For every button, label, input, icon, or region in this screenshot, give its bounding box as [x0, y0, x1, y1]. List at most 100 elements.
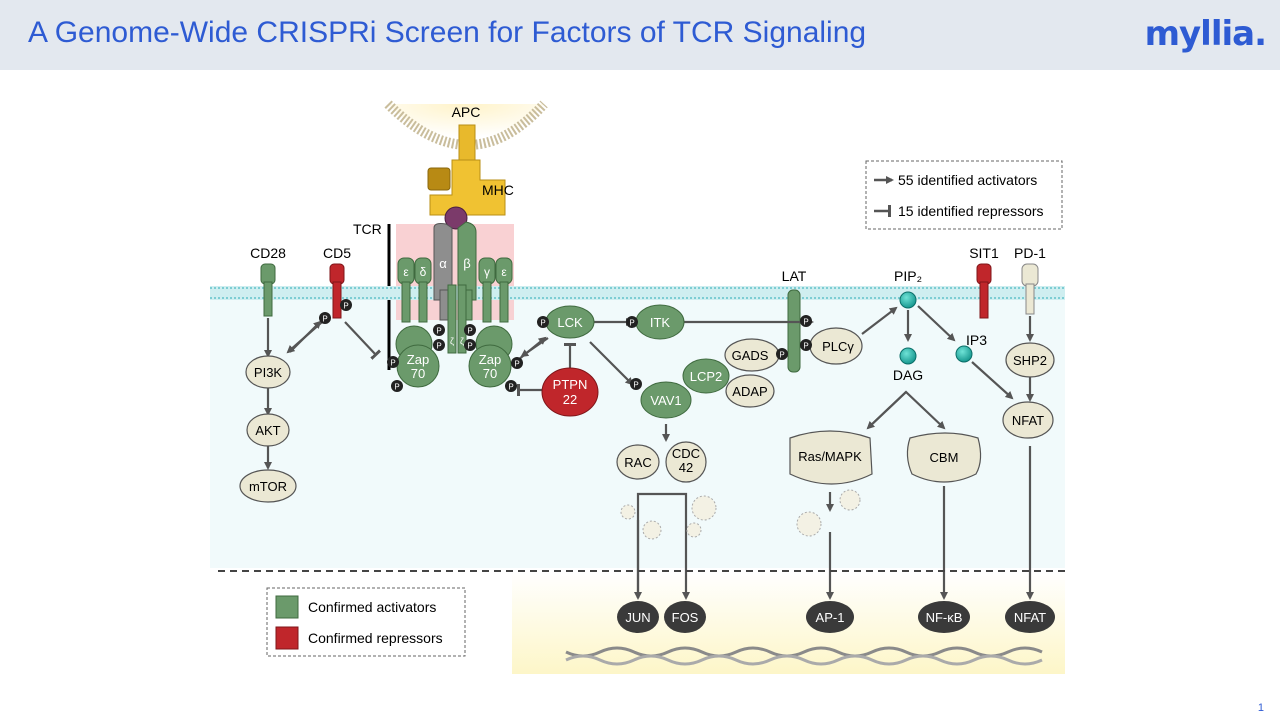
lat-adaptor: [787, 289, 801, 373]
svg-text:P: P: [633, 381, 638, 390]
cd5-receptor: [329, 263, 345, 285]
cdc42-node: CDC 42: [665, 441, 707, 483]
svg-text:SHP2: SHP2: [1013, 353, 1047, 368]
svg-text:Zap: Zap: [407, 352, 429, 367]
tcr-label: TCR: [353, 221, 382, 237]
svg-text:ζ: ζ: [460, 336, 464, 346]
header-bar: A Genome-Wide CRISPRi Screen for Factors…: [0, 0, 1280, 70]
shp2-node: SHP2: [1005, 342, 1055, 378]
legend-confirmed-repressors: Confirmed repressors: [308, 630, 443, 646]
dna-helix: [565, 646, 1043, 666]
cbm-node: CBM: [906, 432, 982, 483]
pd1-label: PD-1: [1014, 245, 1046, 261]
svg-text:P: P: [803, 342, 808, 351]
vav1-node: VAV1: [640, 381, 692, 419]
repressor-swatch: [275, 626, 299, 650]
ras-mapk-node: Ras/MAPK: [789, 430, 873, 485]
ap1-tf: AP-1: [806, 601, 854, 633]
cd3-epsilon-left: ε: [397, 257, 415, 323]
gads-node: GADS: [724, 338, 780, 372]
mhc-stalk: [458, 124, 476, 166]
svg-text:P: P: [540, 319, 545, 328]
akt-node: AKT: [246, 413, 290, 447]
svg-text:PLCγ: PLCγ: [822, 339, 854, 354]
jun-tf: JUN: [617, 601, 659, 633]
activator-swatch: [275, 595, 299, 619]
svg-text:AP-1: AP-1: [816, 610, 845, 625]
svg-text:P: P: [779, 351, 784, 360]
lcp2-node: LCP2: [682, 358, 730, 394]
cd3-gamma: γ: [478, 257, 496, 323]
antigen-peptide: [444, 206, 468, 230]
page-title: A Genome-Wide CRISPRi Screen for Factors…: [28, 16, 867, 49]
sit1-label: SIT1: [969, 245, 999, 261]
tcr-beta-chain: [457, 221, 477, 301]
cd3-delta: δ: [414, 257, 432, 323]
nfat-cyto-node: NFAT: [1002, 401, 1054, 439]
svg-text:NF-κB: NF-κB: [926, 610, 963, 625]
svg-text:42: 42: [679, 460, 693, 475]
svg-text:γ: γ: [484, 265, 490, 279]
svg-text:NFAT: NFAT: [1014, 610, 1046, 625]
svg-text:P: P: [467, 327, 472, 336]
svg-text:22: 22: [563, 392, 577, 407]
svg-text:JUN: JUN: [625, 610, 650, 625]
svg-text:Zap: Zap: [479, 352, 501, 367]
svg-text:70: 70: [483, 366, 497, 381]
svg-text:CBM: CBM: [930, 450, 959, 465]
fos-tf: FOS: [664, 601, 706, 633]
dag-label: DAG: [893, 367, 923, 383]
ip3-label: IP3: [966, 332, 987, 348]
bottom-legend-box: [266, 587, 466, 657]
svg-text:P: P: [436, 342, 441, 351]
svg-text:GADS: GADS: [732, 348, 769, 363]
mhc-peptide: [427, 167, 451, 191]
nfat-tf: NFAT: [1005, 601, 1055, 633]
plcg-node: PLCγ: [809, 327, 863, 365]
cd28-label: CD28: [250, 245, 286, 261]
svg-text:P: P: [322, 315, 327, 324]
svg-text:P: P: [508, 383, 513, 392]
myllia-logo: myllia.: [1144, 14, 1267, 54]
ip3-molecule: [955, 345, 973, 363]
ptpn22-node: PTPN 22: [541, 367, 599, 417]
page-number: 1: [1257, 702, 1264, 714]
cd3-zeta-chains: ζ ζ: [447, 284, 467, 354]
svg-text:ζ: ζ: [450, 336, 454, 346]
diffusion-bubbles: [620, 489, 861, 540]
svg-text:PTPN: PTPN: [553, 377, 588, 392]
svg-text:Ras/MAPK: Ras/MAPK: [798, 449, 862, 464]
svg-text:P: P: [629, 319, 634, 328]
cd3-epsilon-right: ε: [495, 257, 513, 323]
svg-text:P: P: [514, 360, 519, 369]
zap70-right-node: Zap 70: [468, 325, 513, 388]
phospho-sites: P P P P P P P P P P P P P P P P: [319, 299, 812, 392]
pi3k-node: PI3K: [245, 355, 291, 389]
itk-node: ITK: [635, 304, 685, 340]
svg-text:P: P: [394, 383, 399, 392]
svg-text:VAV1: VAV1: [650, 393, 681, 408]
svg-text:mTOR: mTOR: [249, 479, 287, 494]
svg-text:LCP2: LCP2: [690, 369, 723, 384]
alpha-label: α: [439, 256, 447, 271]
sit1-receptor: [976, 263, 992, 285]
nfkb-tf: NF-κB: [918, 601, 970, 633]
apc-label: APC: [452, 104, 481, 120]
svg-text:ε: ε: [403, 265, 409, 279]
svg-text:RAC: RAC: [624, 455, 651, 470]
legend-activators-count: 55 identified activators: [898, 172, 1037, 188]
svg-text:P: P: [390, 359, 395, 368]
legend-confirmed-activators: Confirmed activators: [308, 599, 436, 615]
svg-text:LCK: LCK: [557, 315, 583, 330]
beta-label: β: [463, 256, 470, 271]
svg-text:FOS: FOS: [672, 610, 699, 625]
pip2-molecule: [899, 291, 917, 309]
pip2-label: PIP₂: [894, 268, 922, 284]
adap-node: ADAP: [725, 374, 775, 408]
lck-node: LCK: [545, 305, 595, 339]
mhc-molecule: [429, 159, 506, 216]
svg-text:AKT: AKT: [255, 423, 280, 438]
svg-text:P: P: [343, 302, 348, 311]
rac-node: RAC: [616, 444, 660, 480]
